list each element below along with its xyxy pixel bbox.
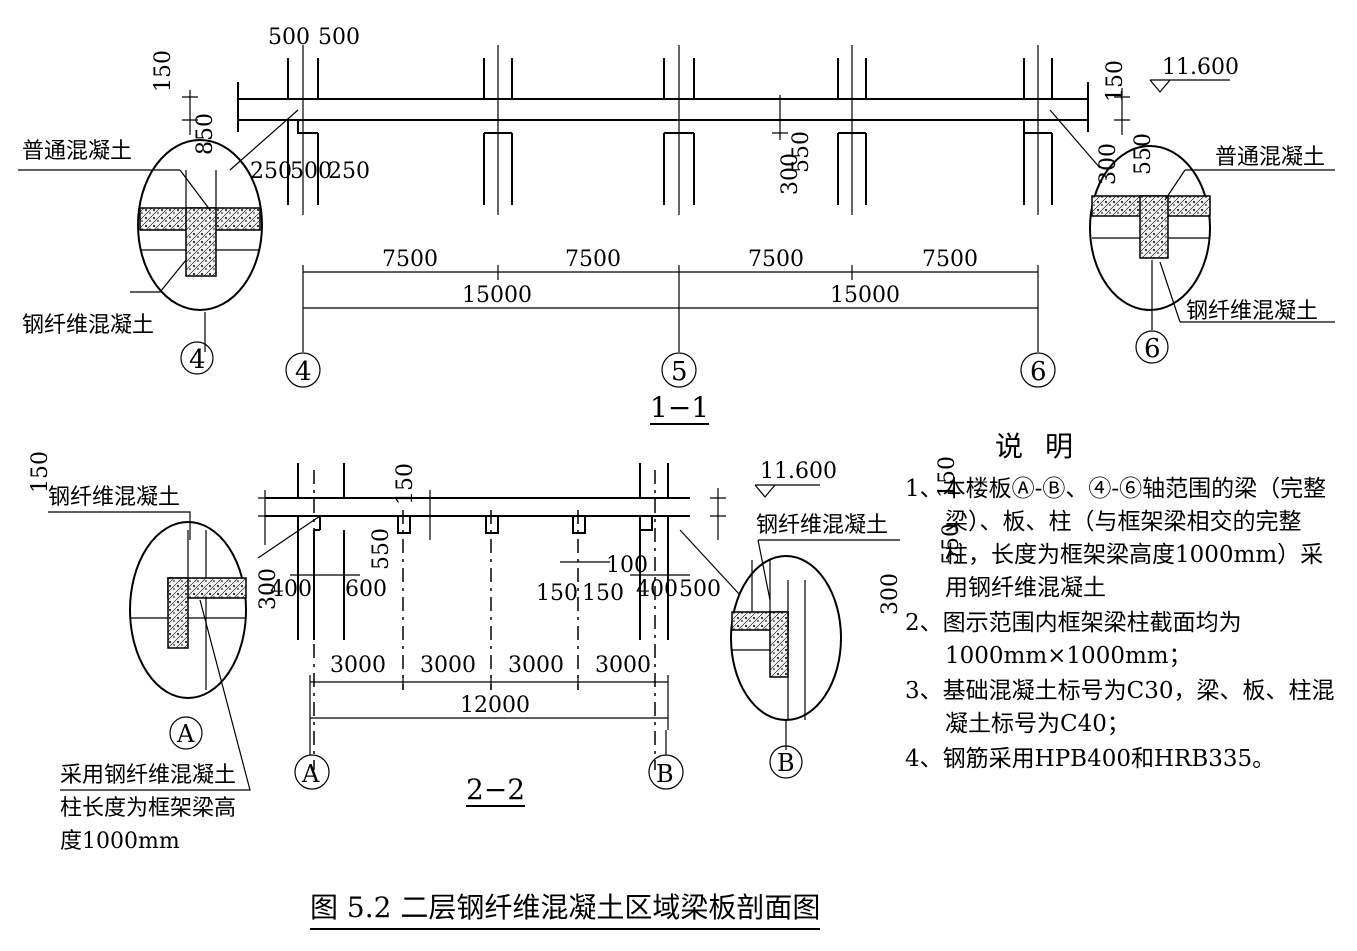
detail-right-1-1: 6 普通混凝土 钢纤维混凝土	[1049, 109, 1335, 364]
dim-span-2: 15000	[830, 283, 900, 308]
detail2-right-label: 钢纤维混凝土	[756, 513, 888, 538]
detail2-note-2: 柱长度为框架梁高	[60, 796, 236, 821]
section-1-1-title: 1−1	[650, 391, 710, 425]
dim2-500: 500	[679, 577, 721, 602]
dim2-400a: 400	[270, 577, 312, 602]
note-item-2: 2、图示范围内框架梁柱截面均为1000mm×1000mm；	[905, 610, 1242, 669]
dim-top-500a: 500	[268, 25, 310, 50]
dim-right-150: 150	[1103, 60, 1128, 102]
detail2-left-label: 钢纤维混凝土	[48, 485, 180, 510]
dim-right-300: 300	[1096, 143, 1121, 185]
detail-left-2-2: A 钢纤维混凝土 采用钢纤维混凝土 柱长度为框架梁高 度1000mm	[48, 485, 321, 854]
dim2-mid-150: 150	[393, 463, 418, 505]
dim2-150a: 150	[536, 581, 578, 606]
dim2-mid-550: 550	[369, 528, 394, 570]
detail-right-axis: 6	[1144, 334, 1161, 364]
detail-left-label-bottom: 钢纤维混凝土	[22, 313, 154, 338]
detail2-left-axis: A	[176, 720, 195, 748]
dim-col-250a: 250	[250, 159, 292, 184]
note-item-3: 3、基础混凝土标号为C30，梁、板、柱混凝土标号为C40；	[905, 678, 1335, 737]
dim2-right-150: 150	[935, 456, 960, 498]
axis-A: A	[301, 760, 320, 788]
note-item-4: 4、钢筋采用HPB400和HRB335。	[905, 746, 1276, 772]
detail-left-1-1: 4 普通混凝土 钢纤维混凝土	[18, 109, 299, 375]
dim2-left-150: 150	[28, 451, 53, 493]
dim2-mid-300: 300	[256, 568, 281, 610]
columns-1-1	[287, 45, 1053, 215]
dim-right-550: 550	[1131, 133, 1156, 175]
section-2-2: 150 850 150 550 300 150 550 300 11.600 4…	[28, 451, 964, 854]
detail2-right-axis: B	[777, 749, 795, 777]
dim2-400b: 400	[636, 577, 678, 602]
detail-right-2-2: B 钢纤维混凝土	[679, 513, 900, 779]
detail-right-label-bottom: 钢纤维混凝土	[1186, 299, 1318, 324]
dim-top-500b: 500	[318, 25, 360, 50]
dim2-right-300: 300	[878, 573, 903, 615]
section-1-1: 500 500 150 850 250 500 250 150 550 300 …	[18, 25, 1335, 388]
dim-col-500: 500	[290, 159, 332, 184]
dim-bay-2: 7500	[565, 247, 621, 272]
detail2-note-1: 采用钢纤维混凝土	[60, 763, 236, 788]
elevation-1-1: 11.600	[1162, 55, 1239, 80]
detail-left-label-top: 普通混凝土	[22, 139, 132, 164]
dim-span-1: 15000	[462, 283, 532, 308]
axis-B: B	[656, 760, 674, 788]
dim-col-250b: 250	[328, 159, 370, 184]
dim-left-150: 150	[151, 50, 176, 92]
dim2-100: 100	[606, 553, 648, 578]
dim2-bay-1: 3000	[330, 653, 386, 678]
detail2-note-3: 度1000mm	[60, 829, 180, 854]
dim2-150b: 150	[582, 581, 624, 606]
axis-4: 4	[295, 357, 312, 387]
slab-1-1	[238, 98, 1088, 121]
elevation-2-2: 11.600	[760, 459, 837, 484]
axis-5: 5	[671, 357, 688, 387]
dim2-600: 600	[345, 577, 387, 602]
notes-title: 说明	[995, 430, 1096, 463]
detail-left-axis: 4	[189, 345, 206, 375]
dim2-bay-3: 3000	[508, 653, 564, 678]
dim-mid-550: 550	[789, 131, 814, 173]
dim-bay-1: 7500	[382, 247, 438, 272]
dim-bay-3: 7500	[748, 247, 804, 272]
dim2-bay-4: 3000	[595, 653, 651, 678]
dim-mid-300: 300	[778, 153, 803, 195]
notes-panel: 说明 1、本楼板Ⓐ-Ⓑ、④-⑥轴范围的梁（完整梁）、板、柱（与框架梁相交的完整柱…	[905, 425, 1345, 778]
note-item-1: 1、本楼板Ⓐ-Ⓑ、④-⑥轴范围的梁（完整梁）、板、柱（与框架梁相交的完整柱，长度…	[905, 476, 1327, 601]
dim-left-850: 850	[193, 113, 218, 155]
dim2-bay-2: 3000	[420, 653, 476, 678]
dim2-span: 12000	[460, 693, 530, 718]
figure-caption: 图 5.2 二层钢纤维混凝土区域梁板剖面图	[310, 886, 821, 930]
dim-bay-4: 7500	[922, 247, 978, 272]
axis-6: 6	[1030, 357, 1047, 387]
section-2-2-title: 2−2	[466, 773, 526, 807]
detail-right-label-top: 普通混凝土	[1215, 145, 1325, 170]
dim2-right-550: 550	[939, 523, 964, 565]
